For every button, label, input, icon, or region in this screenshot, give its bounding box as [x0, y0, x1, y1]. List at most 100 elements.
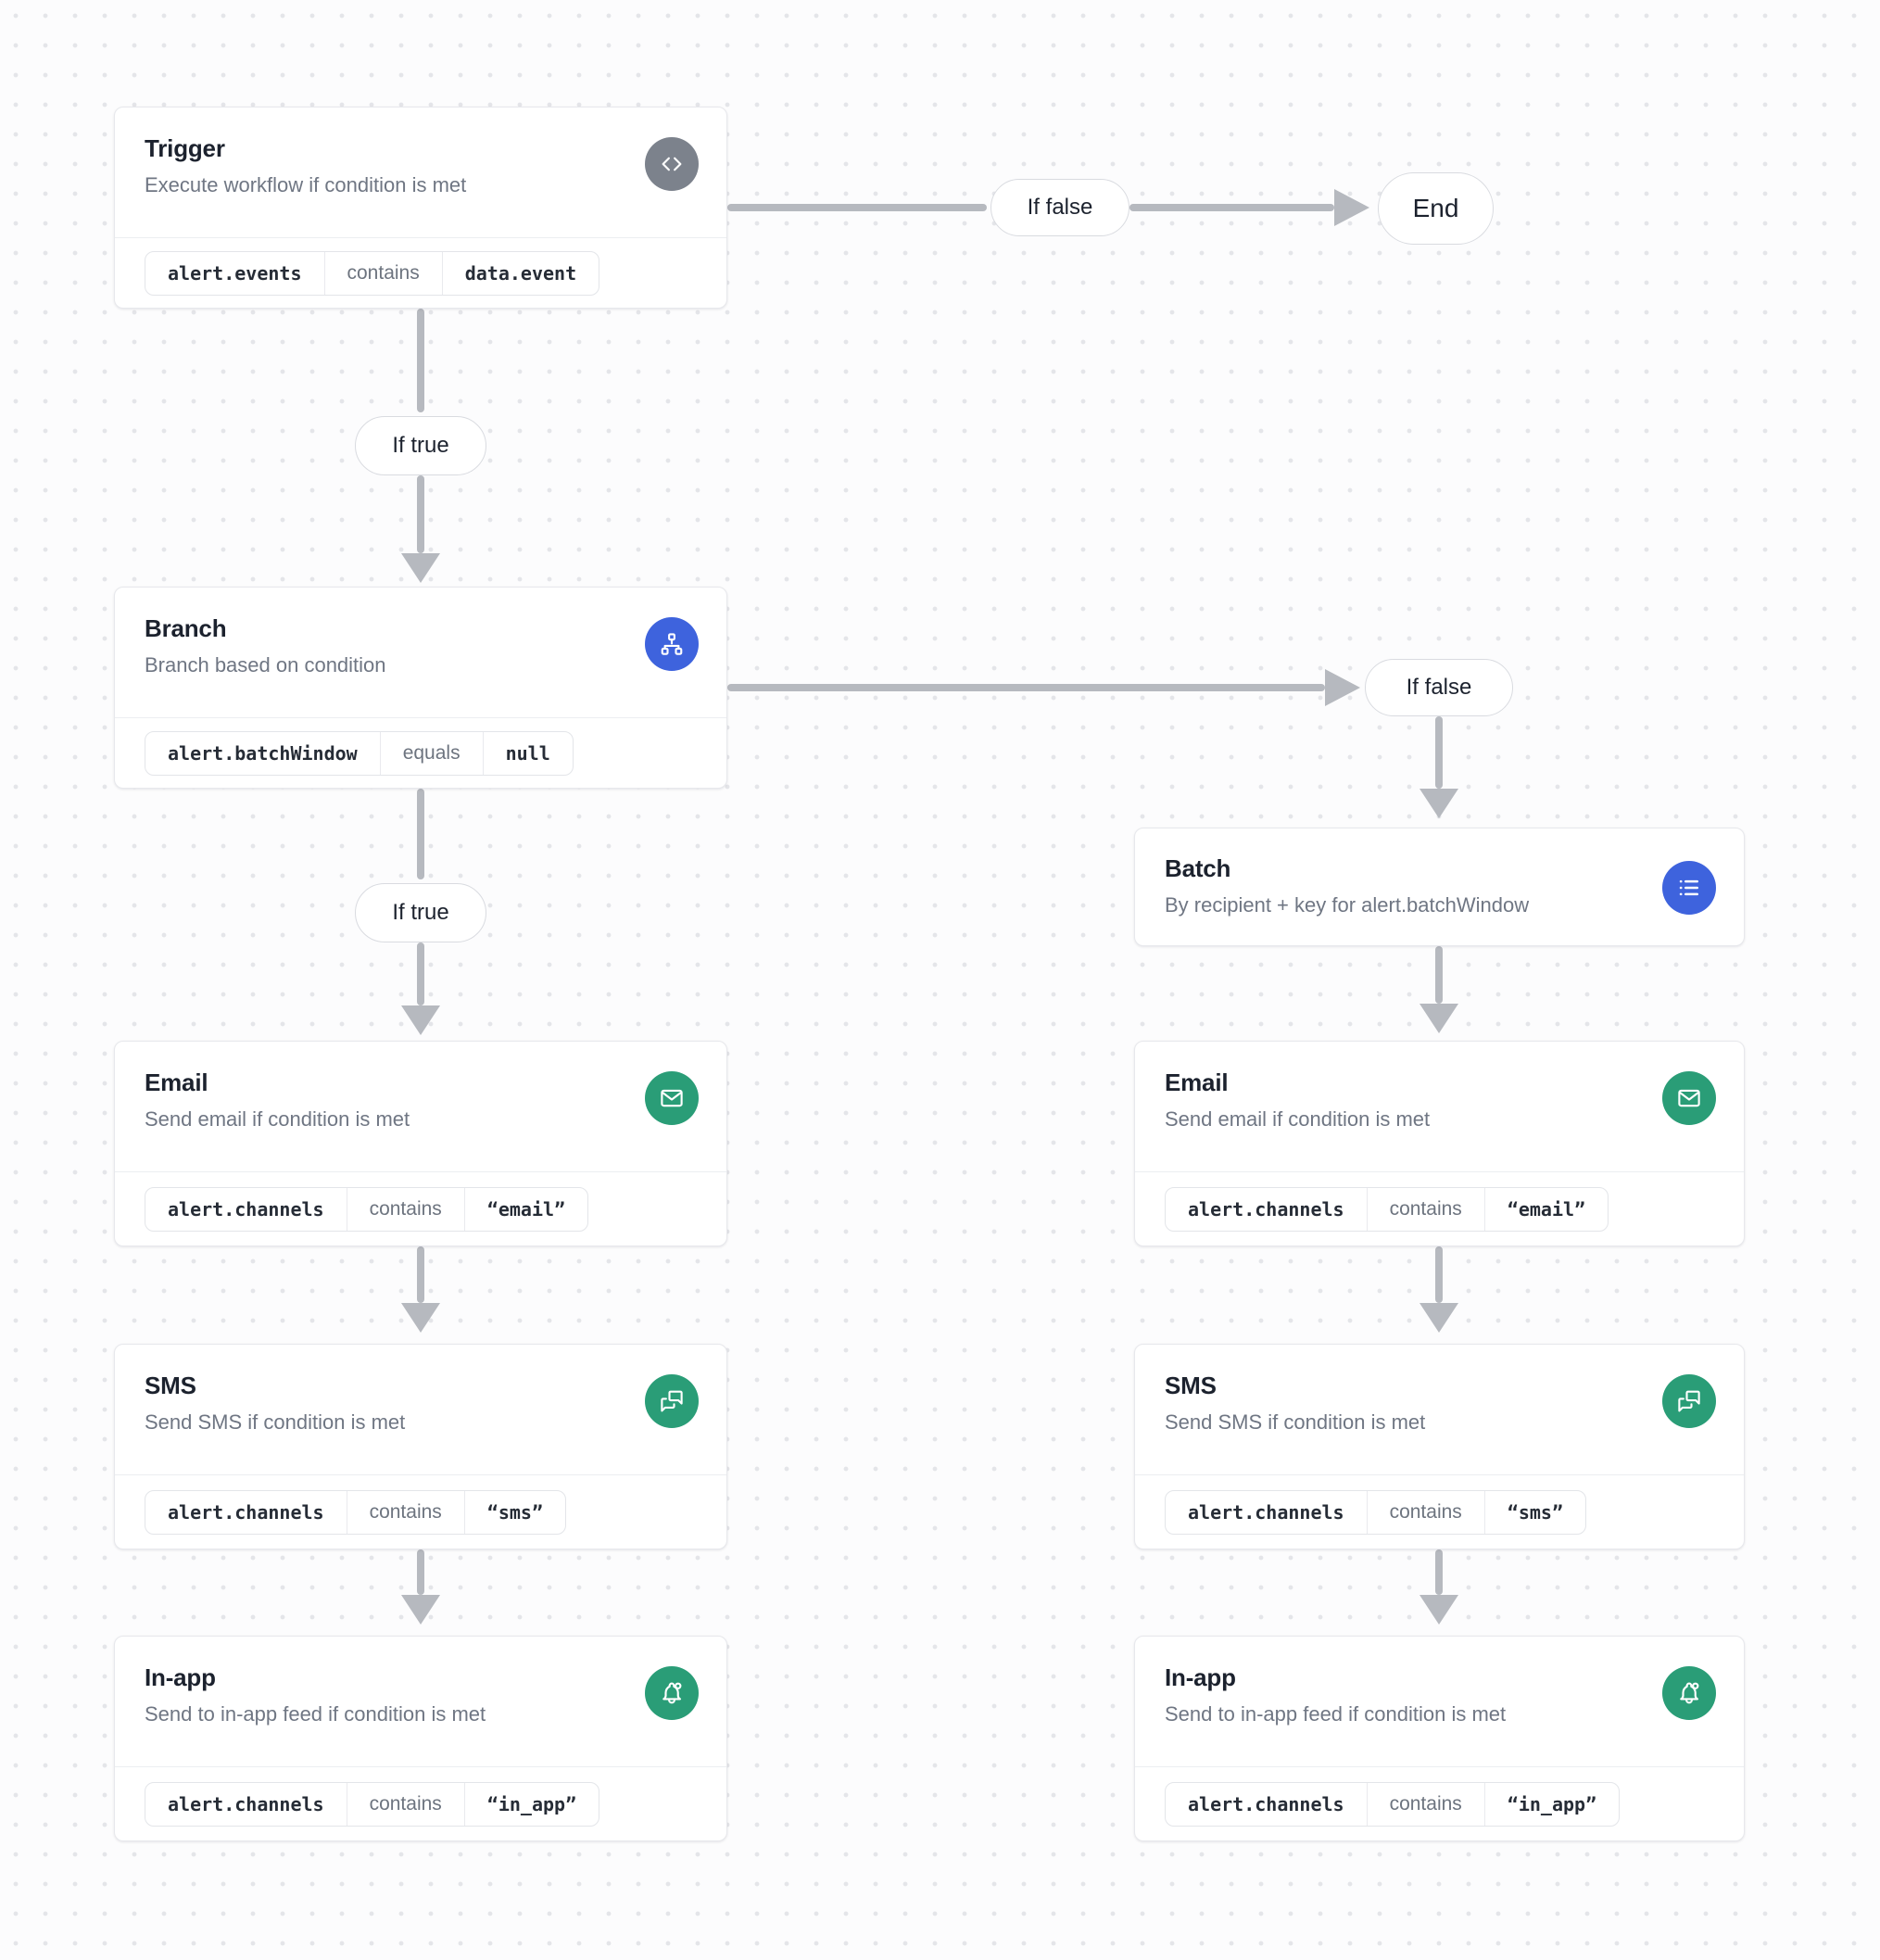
node-title: Email: [1165, 1069, 1229, 1096]
node-sms[interactable]: SMS Send SMS if condition is met alert.c…: [114, 1344, 727, 1549]
node-text: Batch By recipient + key for alert.batch…: [1165, 854, 1529, 918]
edge-arrowhead: [401, 1005, 440, 1035]
node-title: SMS: [1165, 1372, 1217, 1399]
edge-line: [727, 684, 1325, 691]
edge-line: [417, 309, 424, 412]
node-subtitle: Send email if condition is met: [1165, 1106, 1431, 1131]
node-title: In-app: [145, 1663, 216, 1691]
condition-operator: contains: [1366, 1782, 1485, 1826]
condition-operator: contains: [323, 251, 443, 295]
node-title: Batch: [1165, 854, 1231, 882]
edge-label-text: If true: [392, 900, 449, 925]
edge-line: [417, 942, 424, 1005]
edge-line: [417, 1549, 424, 1595]
node-title: Email: [145, 1069, 208, 1096]
condition-field: alert.channels: [168, 1197, 324, 1220]
condition-value: “sms”: [486, 1500, 544, 1524]
node-branch[interactable]: Branch Branch based on condition alert.b…: [114, 587, 727, 789]
condition-field: alert.events: [168, 261, 302, 285]
node-in-app[interactable]: In-app Send to in-app feed if condition …: [1134, 1636, 1745, 1841]
branch-icon: [645, 617, 699, 671]
chat-bubbles-icon: [645, 1374, 699, 1428]
node-email[interactable]: Email Send email if condition is met ale…: [114, 1041, 727, 1246]
condition-value: data.event: [464, 261, 577, 285]
node-batch[interactable]: Batch By recipient + key for alert.batch…: [1134, 828, 1745, 946]
edge-line: [1435, 716, 1443, 789]
end-label: End: [1412, 194, 1459, 222]
node-title: Branch: [145, 614, 227, 642]
end-node: End: [1378, 172, 1494, 245]
node-title: SMS: [145, 1372, 196, 1399]
mail-icon: [645, 1071, 699, 1125]
condition-field: alert.batchWindow: [168, 741, 358, 765]
node-trigger[interactable]: Trigger Execute workflow if condition is…: [114, 107, 727, 309]
condition-field: alert.channels: [1188, 1500, 1344, 1524]
edge-arrowhead: [1419, 789, 1458, 818]
condition-value: null: [505, 741, 550, 765]
code-icon: [645, 137, 699, 191]
edge-line: [417, 789, 424, 879]
list-icon: [1662, 860, 1716, 915]
edge-arrowhead: [401, 553, 440, 583]
condition-operator: contains: [1366, 1490, 1485, 1534]
condition-field: alert.channels: [168, 1500, 324, 1524]
node-text: In-app Send to in-app feed if condition …: [1165, 1663, 1506, 1727]
bell-icon: [1662, 1666, 1716, 1720]
edge-line: [727, 204, 987, 211]
edge-label-if-true: If true: [355, 883, 486, 942]
condition-chip: alert.events contains data.event: [145, 250, 600, 296]
condition-operator: equals: [379, 731, 484, 775]
condition-chip: alert.channels contains “in_app”: [145, 1781, 600, 1827]
edge-line: [417, 1246, 424, 1303]
node-title: Trigger: [145, 134, 225, 162]
condition-field: alert.channels: [168, 1792, 324, 1815]
edge-arrowhead: [1334, 189, 1369, 226]
edge-arrowhead: [1325, 669, 1360, 706]
node-subtitle: Branch based on condition: [145, 652, 386, 677]
condition-value: “sms”: [1507, 1500, 1564, 1524]
edge-arrowhead: [1419, 1595, 1458, 1625]
condition-value: “email”: [486, 1197, 566, 1220]
edge-line: [1435, 946, 1443, 1004]
node-subtitle: Send to in-app feed if condition is met: [145, 1701, 486, 1726]
node-in-app[interactable]: In-app Send to in-app feed if condition …: [114, 1636, 727, 1841]
node-subtitle: Send SMS if condition is met: [145, 1410, 406, 1434]
condition-value: “email”: [1507, 1197, 1586, 1220]
node-sms[interactable]: SMS Send SMS if condition is met alert.c…: [1134, 1344, 1745, 1549]
edge-label-if-true: If true: [355, 416, 486, 475]
edge-arrowhead: [401, 1303, 440, 1333]
node-email[interactable]: Email Send email if condition is met ale…: [1134, 1041, 1745, 1246]
node-text: In-app Send to in-app feed if condition …: [145, 1663, 486, 1727]
condition-chip: alert.channels contains “sms”: [145, 1489, 567, 1535]
condition-operator: contains: [1366, 1187, 1485, 1231]
edge-line: [1435, 1246, 1443, 1303]
node-text: Email Send email if condition is met: [1165, 1069, 1430, 1132]
node-text: Trigger Execute workflow if condition is…: [145, 134, 467, 198]
edge-line: [417, 475, 424, 553]
condition-value: “in_app”: [1507, 1792, 1597, 1815]
node-subtitle: Execute workflow if condition is met: [145, 172, 467, 196]
node-text: Email Send email if condition is met: [145, 1069, 410, 1132]
condition-field: alert.channels: [1188, 1792, 1344, 1815]
node-text: SMS Send SMS if condition is met: [1165, 1372, 1425, 1435]
edge-line: [1129, 204, 1334, 211]
condition-operator: contains: [346, 1187, 465, 1231]
condition-field: alert.channels: [1188, 1197, 1344, 1220]
condition-chip: alert.channels contains “email”: [145, 1186, 589, 1232]
node-title: In-app: [1165, 1663, 1236, 1691]
node-text: Branch Branch based on condition: [145, 614, 386, 678]
edge-arrowhead: [1419, 1303, 1458, 1333]
edge-arrowhead: [401, 1595, 440, 1625]
condition-value: “in_app”: [486, 1792, 577, 1815]
condition-chip: alert.channels contains “in_app”: [1165, 1781, 1621, 1827]
condition-chip: alert.channels contains “email”: [1165, 1186, 1609, 1232]
edge-label-if-false: If false: [990, 179, 1129, 236]
node-text: SMS Send SMS if condition is met: [145, 1372, 405, 1435]
edge-line: [1435, 1549, 1443, 1595]
condition-operator: contains: [346, 1782, 465, 1826]
edge-label-text: If false: [1027, 195, 1093, 220]
edge-label-text: If true: [392, 433, 449, 458]
edge-label-text: If false: [1406, 675, 1472, 700]
edge-arrowhead: [1419, 1004, 1458, 1033]
